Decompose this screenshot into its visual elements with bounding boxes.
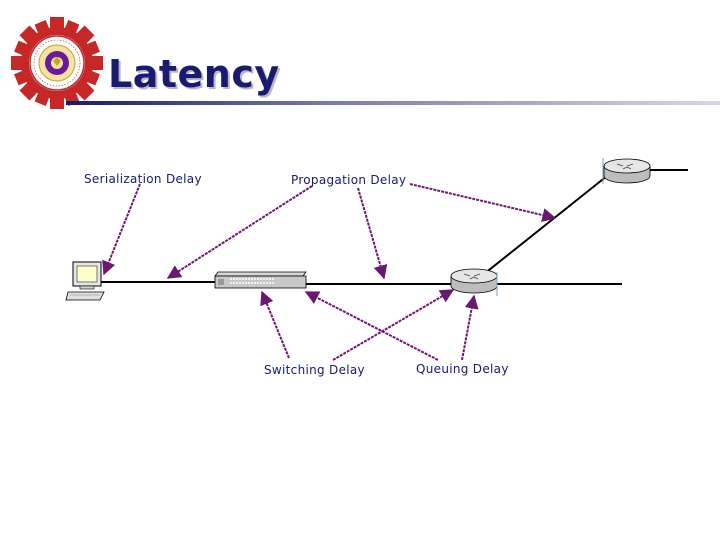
arrow-propagation-down [357, 187, 388, 280]
title-underline [66, 101, 720, 105]
switching-delay-label: Switching Delay [264, 363, 365, 377]
arrow-queuing-right [461, 294, 479, 361]
arrow-serialization [102, 183, 141, 276]
queuing-delay-label: Queuing Delay [416, 362, 509, 376]
arrow-switching-right [332, 289, 455, 361]
arrow-propagation-right [409, 183, 557, 222]
arrow-queuing-left [304, 291, 439, 361]
slide-title: Latency [108, 52, 280, 96]
link-router-uplink [483, 171, 613, 275]
router-icon [602, 158, 651, 184]
arrow-propagation-left [166, 185, 313, 279]
university-seal-logo [11, 17, 103, 109]
serialization-delay-label: Serialization Delay [84, 172, 202, 186]
router-icon [450, 268, 498, 296]
propagation-delay-label: Propagation Delay [291, 173, 407, 187]
computer-icon [65, 261, 105, 301]
arrow-switching-left [260, 290, 290, 359]
switch-icon [214, 271, 307, 289]
